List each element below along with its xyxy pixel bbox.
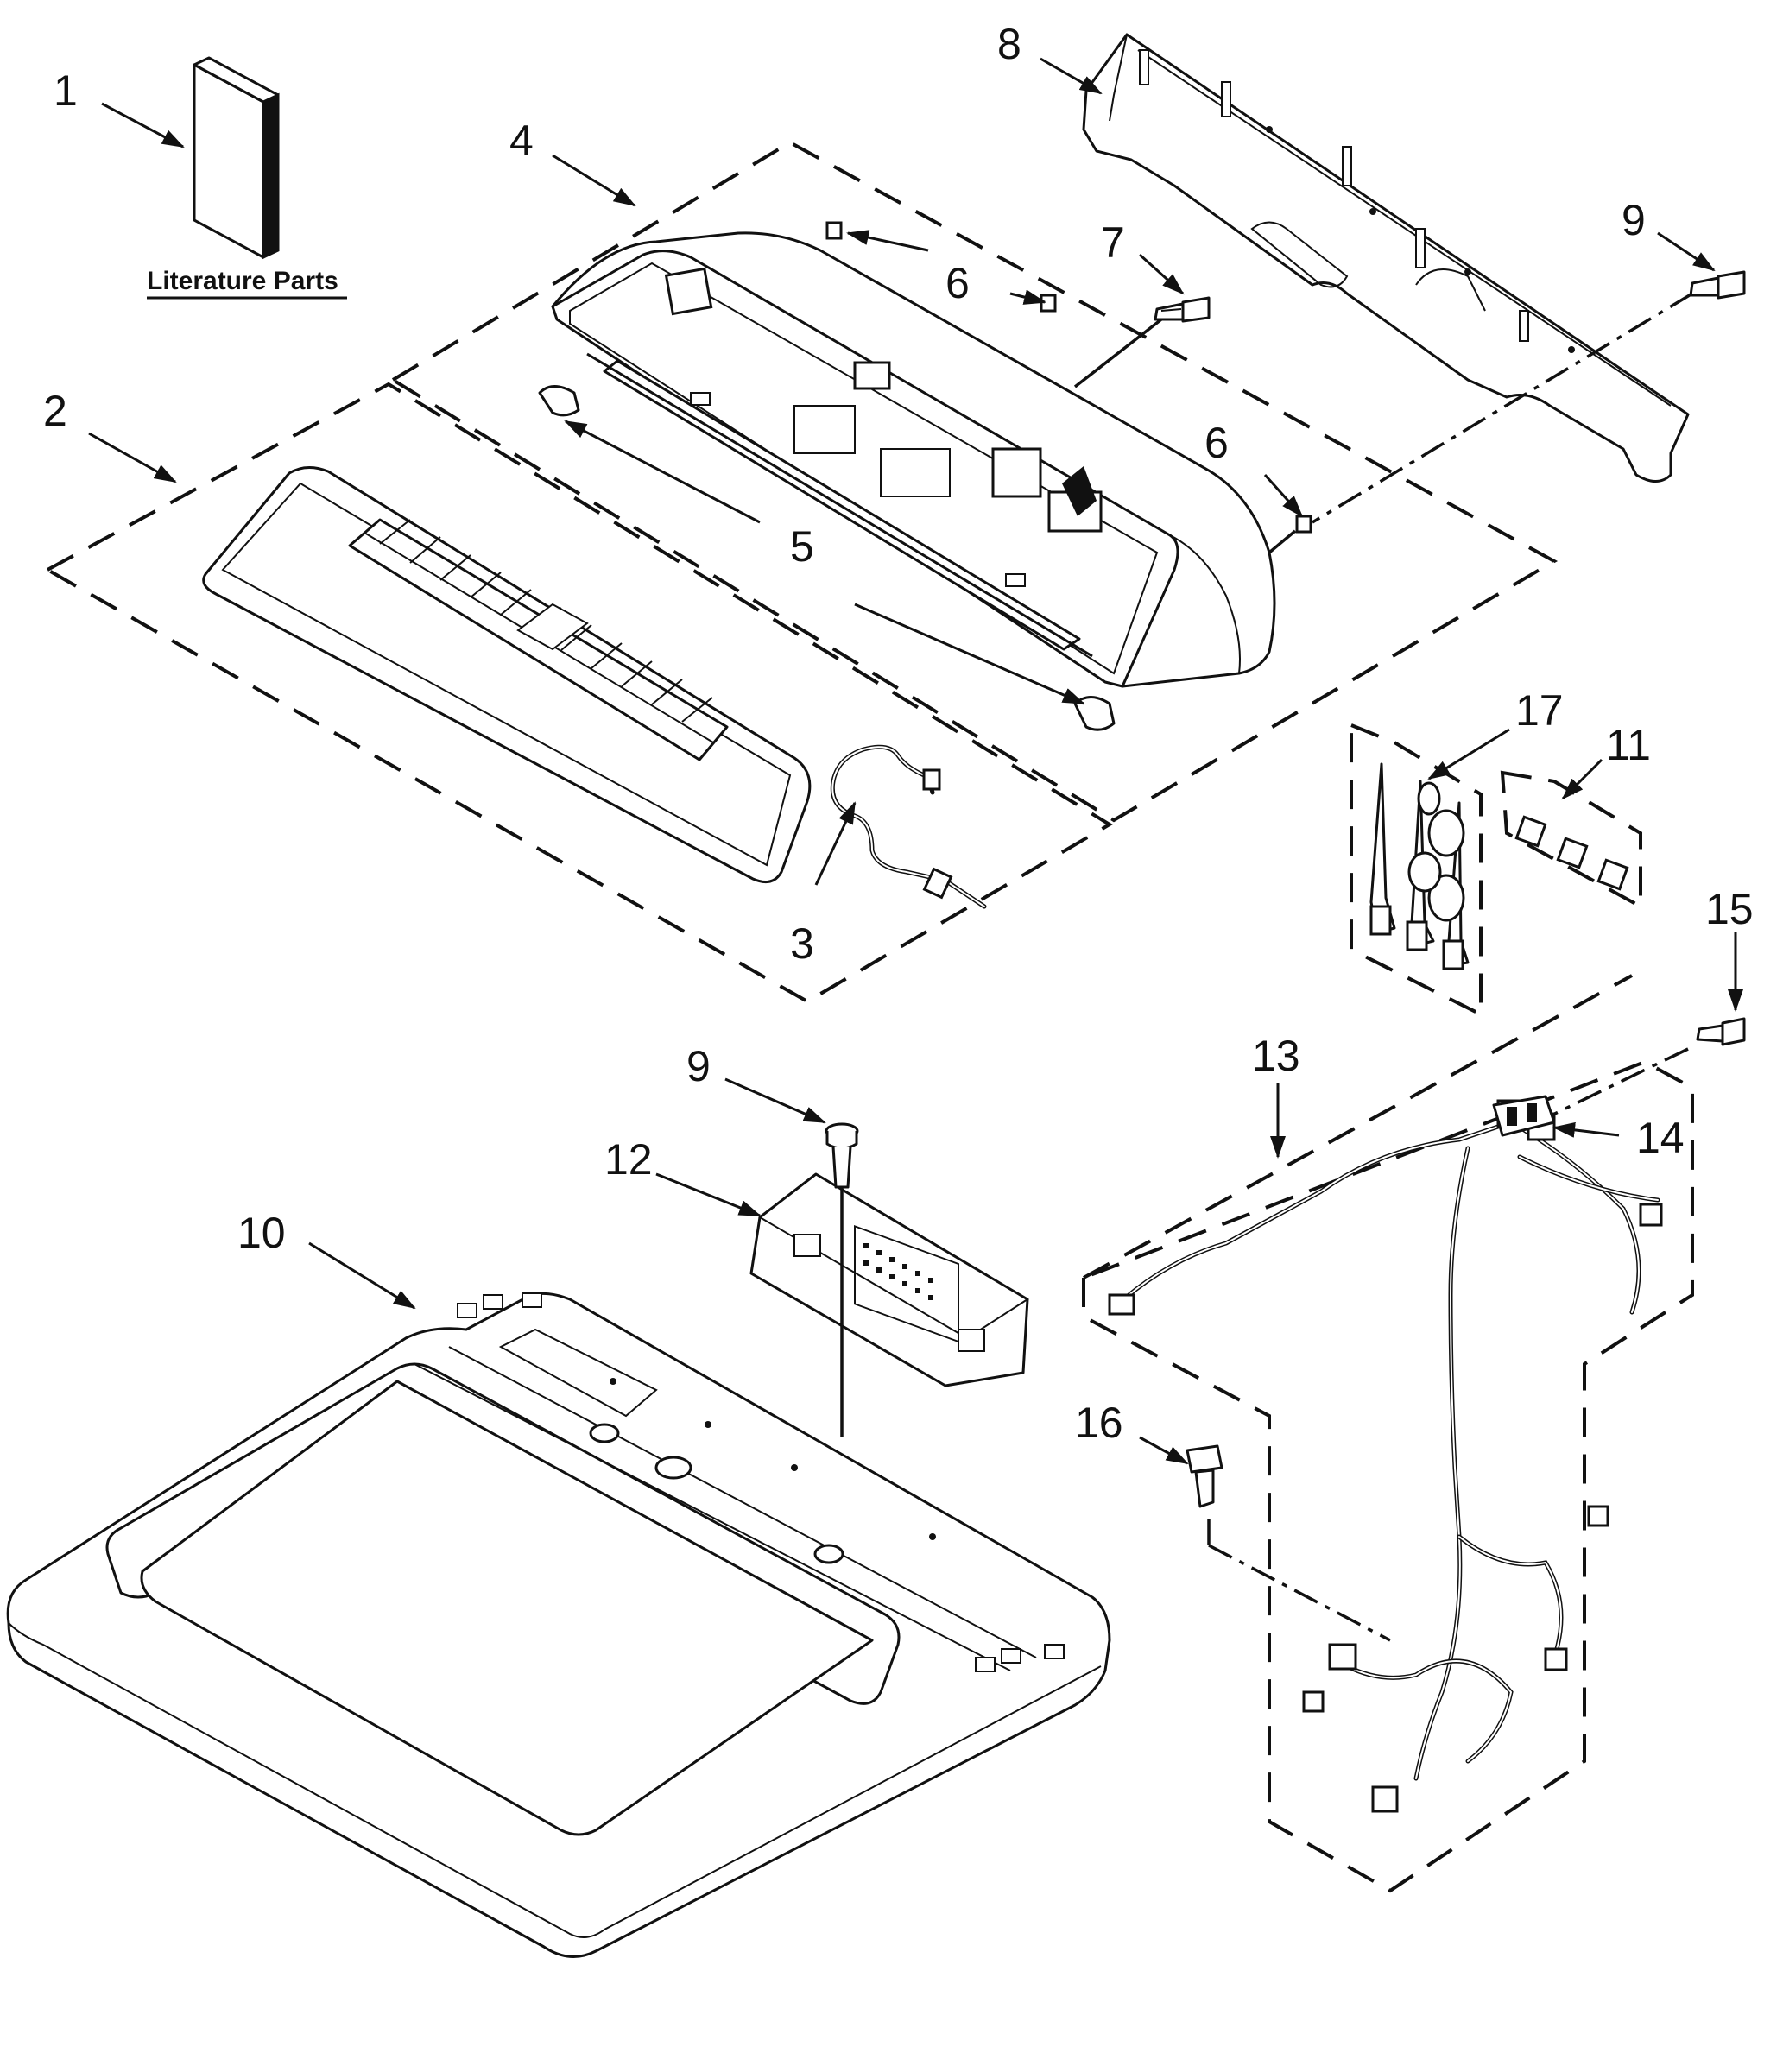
callout-4: 4 bbox=[509, 117, 534, 165]
alignment-line-15 bbox=[1536, 1047, 1689, 1124]
clip-part-upper bbox=[538, 385, 580, 417]
assembly-boundary-13-top bbox=[1083, 974, 1633, 1279]
screw-part-7 bbox=[1154, 296, 1211, 323]
callout-12: 12 bbox=[604, 1135, 653, 1184]
callout-9-upper: 9 bbox=[1622, 196, 1646, 244]
clip-part-lower bbox=[1073, 696, 1116, 731]
terminal-block-part bbox=[1492, 1095, 1556, 1137]
callout-5: 5 bbox=[790, 522, 814, 571]
callout-6-upper: 6 bbox=[945, 259, 970, 307]
screw-part-16 bbox=[1186, 1444, 1223, 1508]
connector-clips-part bbox=[1514, 815, 1629, 891]
console-part bbox=[551, 231, 1276, 688]
callout-10: 10 bbox=[237, 1209, 286, 1257]
callout-8: 8 bbox=[997, 20, 1021, 68]
assembly-boundary-2 bbox=[43, 382, 1113, 1004]
callout-15: 15 bbox=[1705, 885, 1754, 933]
assembly-boundary-4 bbox=[389, 140, 1559, 823]
literature-parts-label: Literature Parts bbox=[147, 267, 338, 295]
callout-16: 16 bbox=[1075, 1399, 1123, 1447]
alignment-line-9 bbox=[1312, 292, 1693, 524]
callout-9-lower: 9 bbox=[686, 1042, 711, 1090]
assembly-boundary-17 bbox=[1350, 723, 1483, 1018]
small-clip-part-c bbox=[1295, 515, 1312, 534]
callout-17: 17 bbox=[1515, 686, 1564, 735]
small-clip-part-a bbox=[825, 221, 843, 240]
rear-bracket-part bbox=[1082, 33, 1690, 483]
assembly-boundary-13 bbox=[1082, 1059, 1694, 1893]
screw-part-9-lower bbox=[825, 1122, 859, 1189]
callout-7: 7 bbox=[1101, 218, 1125, 267]
callout-13: 13 bbox=[1252, 1032, 1300, 1080]
cable-ties-part bbox=[1369, 762, 1470, 970]
callout-3: 3 bbox=[790, 919, 814, 968]
callout-6-lower: 6 bbox=[1204, 419, 1229, 467]
alignment-line-16b bbox=[1208, 1544, 1391, 1642]
callout-11: 11 bbox=[1606, 721, 1651, 769]
assembly-boundary-11 bbox=[1500, 770, 1642, 910]
screw-part-9-upper bbox=[1689, 270, 1746, 300]
screw-part-15 bbox=[1696, 1017, 1746, 1046]
callout-14: 14 bbox=[1636, 1114, 1685, 1162]
console-overlay-part bbox=[202, 466, 812, 884]
top-panel-part bbox=[6, 1292, 1111, 1958]
leader-arrows bbox=[88, 57, 1743, 1465]
alignment-line-7 bbox=[1073, 318, 1163, 388]
callout-2: 2 bbox=[43, 387, 67, 435]
control-board-part bbox=[749, 1172, 1029, 1387]
callout-1: 1 bbox=[54, 66, 78, 115]
literature-book bbox=[193, 56, 280, 260]
alignment-line-6c bbox=[1268, 529, 1297, 554]
wire-harness-small-part bbox=[830, 744, 987, 909]
